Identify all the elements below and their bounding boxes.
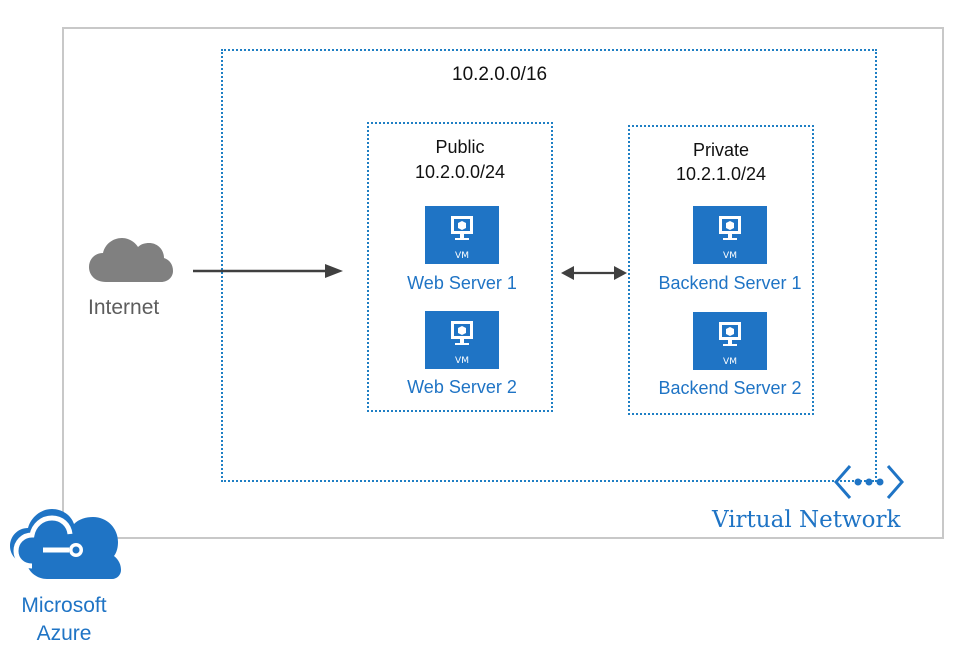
vm-icon: VM <box>693 206 767 264</box>
brand-line-1: Microsoft <box>21 594 107 617</box>
internet-label: Internet <box>88 296 160 319</box>
vm-icon: VM <box>693 312 767 370</box>
server-label: Backend Server 2 <box>658 378 802 398</box>
virtual-network-icon <box>834 463 904 501</box>
private-subnet-name: Private <box>692 140 750 160</box>
server-label: Web Server 2 <box>407 377 517 397</box>
internet-to-public-arrow <box>193 261 345 281</box>
vm-icon: VM <box>425 206 499 264</box>
vm-badge: VM <box>723 357 737 367</box>
cloud-icon <box>88 232 174 286</box>
brand-label: Microsoft Azure <box>10 592 118 648</box>
public-private-arrow <box>560 262 628 284</box>
azure-container <box>62 27 944 539</box>
vnet-address-space: 10.2.0.0/16 <box>452 64 548 85</box>
server-label: Backend Server 1 <box>658 273 802 293</box>
brand-line-2: Azure <box>36 622 92 645</box>
public-subnet <box>367 122 553 412</box>
vm-icon: VM <box>425 311 499 369</box>
server-label: Web Server 1 <box>407 273 517 293</box>
azure-cloud-icon <box>7 505 123 581</box>
vm-badge: VM <box>723 251 737 261</box>
vm-badge: VM <box>455 356 469 366</box>
vm-badge: VM <box>455 251 469 261</box>
public-subnet-name: Public <box>435 137 485 157</box>
virtual-network-boundary <box>221 49 877 482</box>
private-subnet <box>628 125 814 415</box>
private-subnet-cidr: 10.2.1.0/24 <box>675 164 767 184</box>
public-subnet-cidr: 10.2.0.0/24 <box>414 162 506 182</box>
virtual-network-label: Virtual Network <box>712 507 901 533</box>
